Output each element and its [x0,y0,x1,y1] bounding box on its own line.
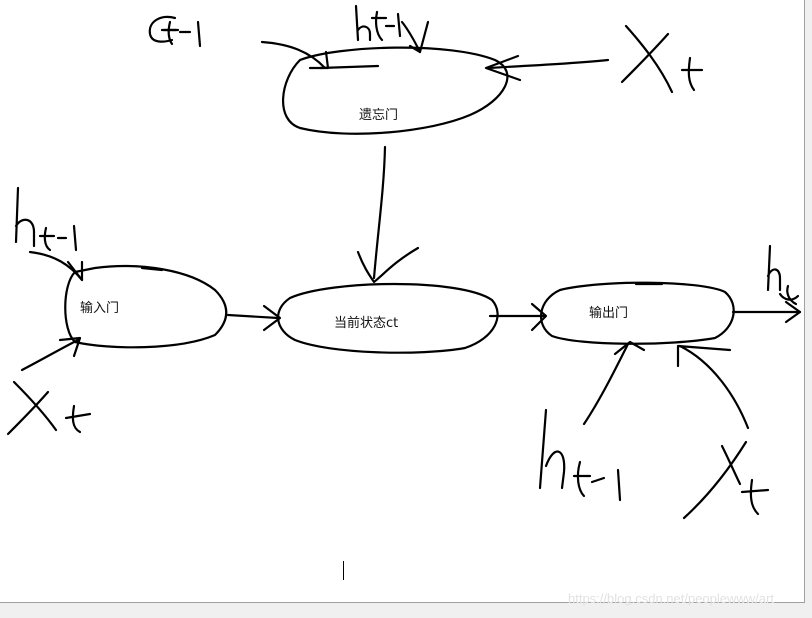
xt-left-arrow [20,338,80,372]
input-gate-shape [64,264,228,349]
input-to-state-arrow [226,313,280,320]
xt-top-arrowhead [484,54,522,82]
ht1-bottom-arrowhead [613,340,646,356]
forget-to-state-arrowhead [356,246,420,284]
handwritten-xt-left [6,380,92,436]
ht1-left-arrowhead [66,260,84,282]
ht1-bottom-arrow [582,342,630,426]
ht1-top-arrowhead [408,20,430,54]
output-gate-shape [540,281,735,345]
drawing-canvas [0,0,805,603]
handwritten-ht-output [766,244,800,306]
input-gate-label: 输入门 [80,301,120,316]
xt-top-arrow [486,58,610,70]
handwritten-ht1-bottom [538,408,622,502]
current-state-label: 当前状态ct [334,316,399,331]
state-to-output-arrowhead [530,302,548,332]
forget-to-state-arrow [372,145,387,280]
current-state-shape [277,282,499,354]
ht1-top-arrow [400,20,422,54]
xt-bottom-arrow [678,344,750,430]
xt-bottom-arrowhead [676,344,732,368]
ct1-to-forget-arrow [260,40,327,70]
handwritten-ht1-top [354,4,402,42]
input-gate-inner-stroke [140,266,164,272]
ht1-left-arrow [28,250,84,282]
handwritten-ct1 [148,15,202,48]
output-gate-label: 输出门 [589,306,629,321]
input-to-state-arrowhead [262,304,282,332]
output-arrowhead [784,300,802,324]
text-cursor [343,561,344,580]
forget-gate-label: 遗忘门 [359,108,399,123]
forget-inner-stroke [318,64,380,70]
xt-left-arrowhead [58,336,82,358]
handwritten-xt-top [620,24,704,94]
handwritten-xt-bottom [682,440,770,520]
handwritten-ht1-left [14,186,78,252]
watermark: https://blog.csdn.net/peoplewww/art [568,591,774,606]
